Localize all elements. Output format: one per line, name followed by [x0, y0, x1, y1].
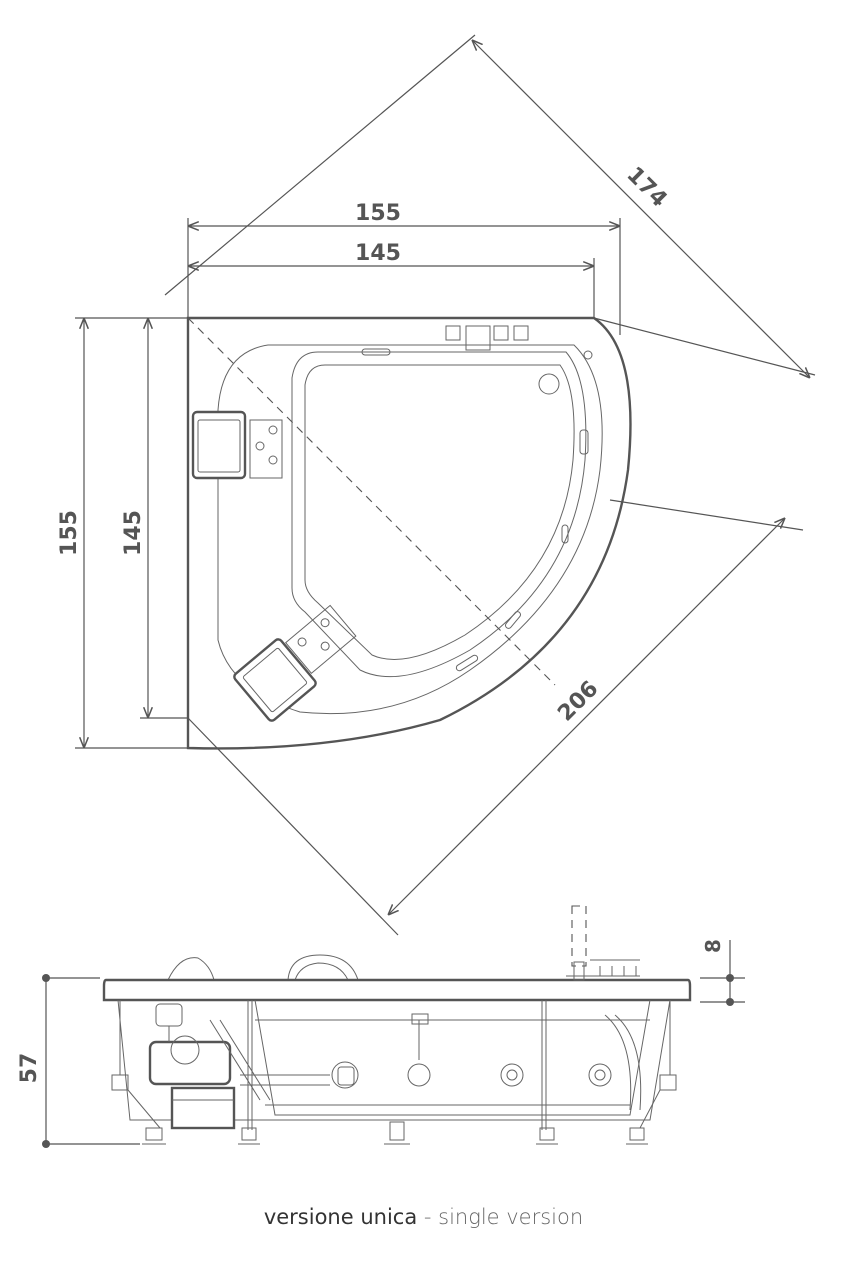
caption-secondary: single version	[438, 1205, 584, 1229]
tub-body	[117, 999, 671, 1121]
dim-label-diagonal-bottom: 206	[553, 676, 603, 726]
faucet-dashed	[571, 905, 587, 967]
control-panel-left	[191, 410, 247, 480]
control-box	[170, 1086, 236, 1130]
dim-label-diagonal-right: 174	[622, 162, 672, 212]
dim-label-left-inner: 145	[121, 510, 146, 556]
dim-label-height-rim: 8	[701, 939, 725, 953]
jet-4	[588, 1063, 612, 1087]
control-knob-1	[445, 325, 461, 341]
jet-plate-left	[249, 419, 283, 479]
jet-plate-bottom	[284, 604, 357, 675]
centerline	[187, 317, 556, 686]
dim-label-height-total: 57	[17, 1053, 42, 1084]
caption: versione unica - single version	[0, 1205, 847, 1229]
dim-label-top-inner: 145	[355, 241, 401, 266]
caption-main: versione unica	[263, 1205, 418, 1229]
dim-label-left-outer: 155	[57, 510, 82, 556]
jet-3	[500, 1063, 524, 1087]
jet-2	[407, 1013, 431, 1087]
dim-line-diagonal-bottom	[388, 518, 785, 915]
tub-rim	[102, 978, 692, 1002]
side-view: 57 8	[17, 905, 745, 1148]
control-panel-bottom	[233, 638, 317, 722]
headrest-right	[287, 954, 359, 981]
headrest-left	[167, 957, 215, 981]
jet-1	[331, 1061, 359, 1089]
plan-view: 155 145 155 145 174 206	[57, 34, 816, 936]
caption-separator: -	[417, 1205, 439, 1229]
dim-line-diagonal-right	[472, 40, 810, 378]
dim-label-top-outer: 155	[355, 201, 401, 226]
air-pipe	[240, 1074, 330, 1086]
pump-head	[170, 1035, 200, 1065]
